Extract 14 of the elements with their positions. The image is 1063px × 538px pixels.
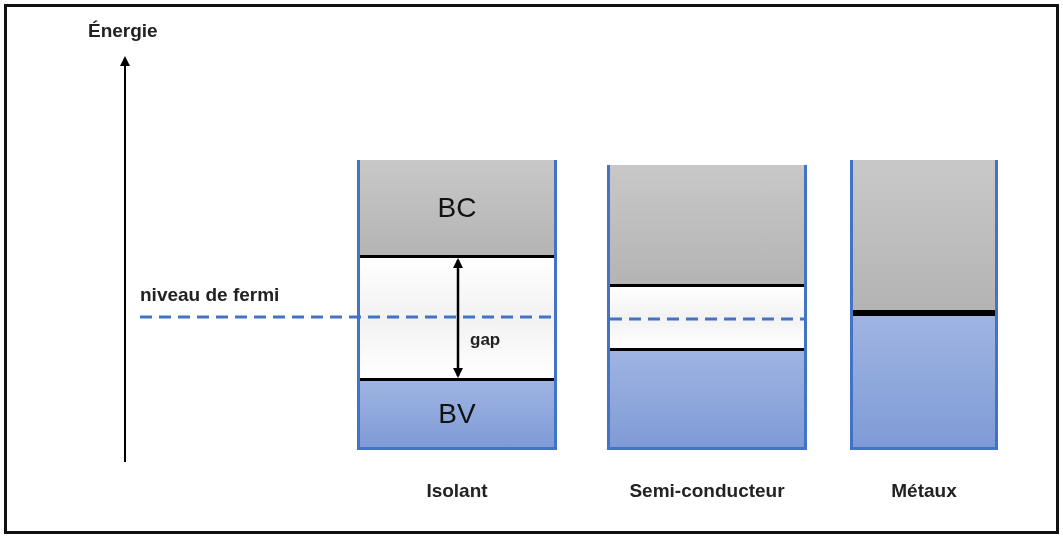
column-caption: Métaux	[891, 480, 957, 502]
valence-band	[610, 348, 804, 447]
band-label: BV	[438, 398, 476, 430]
conduction-band	[610, 165, 804, 287]
gap-arrow	[453, 258, 463, 378]
valence-band	[360, 378, 554, 447]
axis-label: Énergie	[88, 20, 158, 42]
fermi-level-label: niveau de fermi	[140, 284, 280, 306]
column-caption: Isolant	[426, 480, 488, 502]
column-caption: Semi-conducteur	[629, 480, 785, 502]
conduction-band	[853, 160, 995, 313]
valence-band	[853, 313, 995, 447]
band-label: BC	[437, 191, 477, 224]
conduction-band	[360, 160, 554, 258]
